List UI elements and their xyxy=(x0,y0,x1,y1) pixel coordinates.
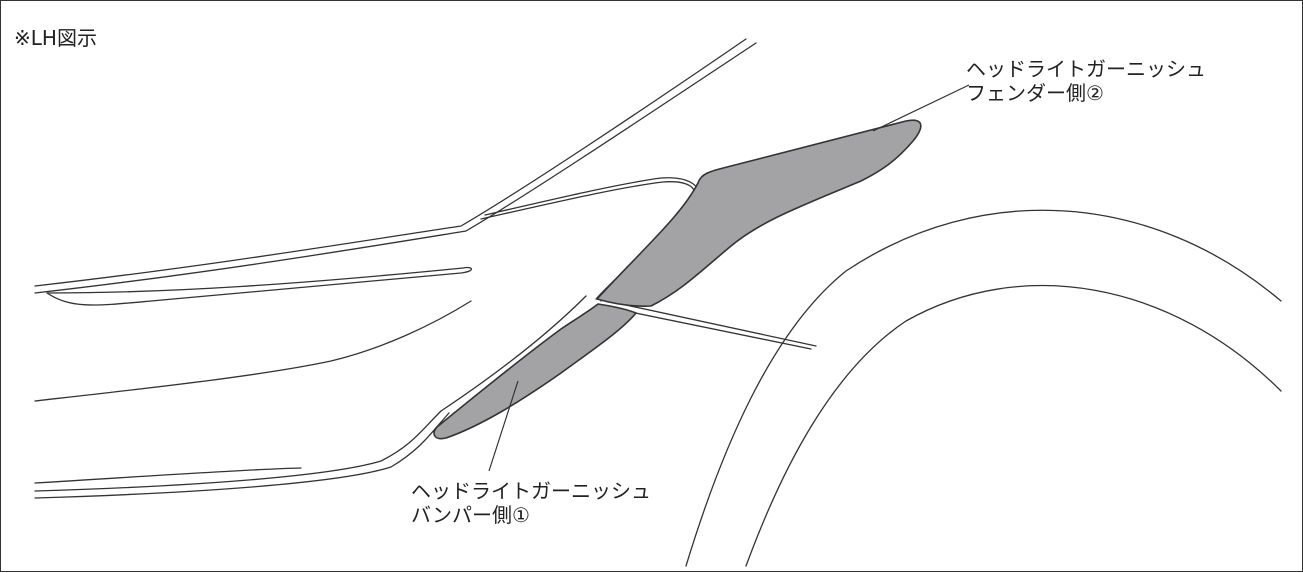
callout-fender-side-line1: ヘッドライトガーニッシュ xyxy=(966,57,1206,81)
garnish-fender-side-part xyxy=(596,119,922,307)
callout-bumper-side-line2: バンパー側① xyxy=(411,503,530,527)
callout-leader-part1 xyxy=(488,380,519,472)
wheel-arch-inner xyxy=(745,284,1282,567)
callout-fender-side: ヘッドライトガーニッシュ フェンダー側② xyxy=(966,57,1206,105)
callout-fender-side-line2: フェンダー側② xyxy=(966,81,1104,105)
connector-line xyxy=(597,298,817,347)
wheel-arch-outer xyxy=(685,209,1282,567)
inner-strip-line xyxy=(440,295,587,412)
callout-bumper-side: ヘッドライトガーニッシュ バンパー側① xyxy=(411,479,651,527)
garnish-bumper-side-part xyxy=(433,303,637,440)
hood-edge-line xyxy=(34,38,747,287)
note-lh-shown: ※LH図示 xyxy=(14,26,97,50)
bumper-line-3 xyxy=(34,412,450,499)
callout-leader-part2 xyxy=(872,84,970,132)
callout-bumper-side-line1: ヘッドライトガーニッシュ xyxy=(411,479,651,503)
bumper-line-2 xyxy=(34,410,442,492)
bumper-line-1 xyxy=(34,467,302,484)
hood-edge-line-inner xyxy=(34,42,757,294)
headlight-lower-line xyxy=(46,266,473,306)
headlight-lens-bottom xyxy=(34,300,472,402)
